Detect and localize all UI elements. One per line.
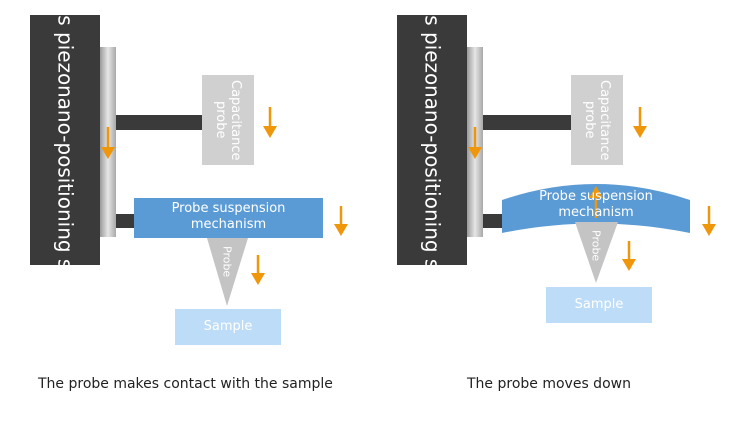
capacitance-probe: [571, 75, 623, 165]
stage-label-line-2: nano-positioning stage: [53, 85, 78, 315]
piezo-stage: [397, 15, 467, 265]
lower-arm: [483, 214, 503, 228]
arrow-down-icon: [334, 206, 348, 236]
stage-label: Z-axis piezo nano-positioning stage: [397, 0, 467, 315]
stage-label: Z-axis piezo nano-positioning stage: [30, 0, 100, 315]
capacitance-probe: [202, 75, 254, 165]
suspension-mechanism: [134, 198, 323, 238]
sample: [175, 309, 281, 345]
left-caption: The probe makes contact with the sample: [38, 376, 333, 392]
suspension-label: Probe suspension mechanism: [502, 189, 690, 221]
lower-arm: [116, 214, 134, 228]
right-caption: The probe moves down: [467, 376, 631, 392]
probe-tip: [575, 222, 618, 283]
sample-label: Sample: [574, 297, 624, 312]
capacitance-probe-text: Capacitance probe: [213, 79, 243, 161]
piezo-stage: [30, 15, 100, 265]
upper-arm: [483, 115, 573, 130]
suspension-label-line-2: mechanism: [190, 217, 267, 232]
left-diagram: [30, 15, 348, 345]
probe-tip: [207, 238, 248, 306]
arrow-down-icon: [622, 241, 636, 271]
stage-label-line-2: nano-positioning stage: [420, 85, 445, 315]
stage-label-line-1: Z-axis piezo: [420, 0, 445, 86]
suspension-label-line-2: mechanism: [558, 205, 634, 220]
arrow-down-icon: [468, 127, 482, 159]
capacitance-probe-text: Capacitance probe: [582, 79, 612, 161]
capacitance-probe-label: Capacitance probe: [571, 75, 623, 165]
stage-label-line-1: Z-axis piezo: [53, 0, 78, 86]
probe-label: Probe: [589, 230, 603, 262]
left-panel: Z-axis piezo nano-positioning stage Capa…: [30, 0, 348, 392]
sample-label: Sample: [203, 319, 253, 334]
arrow-down-icon: [633, 107, 647, 138]
arrow-down-icon: [101, 127, 115, 159]
probe-label: Probe: [220, 246, 234, 278]
arrow-down-icon: [702, 206, 716, 236]
suspension-label-line-1: Probe suspension: [171, 201, 286, 216]
right-diagram: [397, 15, 716, 323]
sample: [546, 287, 652, 323]
suspension-label-line-1: Probe suspension: [539, 189, 653, 204]
upper-arm: [116, 115, 204, 130]
suspension-label: Probe suspension mechanism: [134, 201, 323, 233]
right-panel: Z-axis piezo nano-positioning stage Capa…: [368, 0, 743, 442]
capacitance-probe-label: Capacitance probe: [202, 75, 254, 165]
arrow-down-icon: [263, 107, 277, 138]
arrow-up-icon: [589, 186, 603, 218]
arrow-down-icon: [251, 255, 265, 285]
